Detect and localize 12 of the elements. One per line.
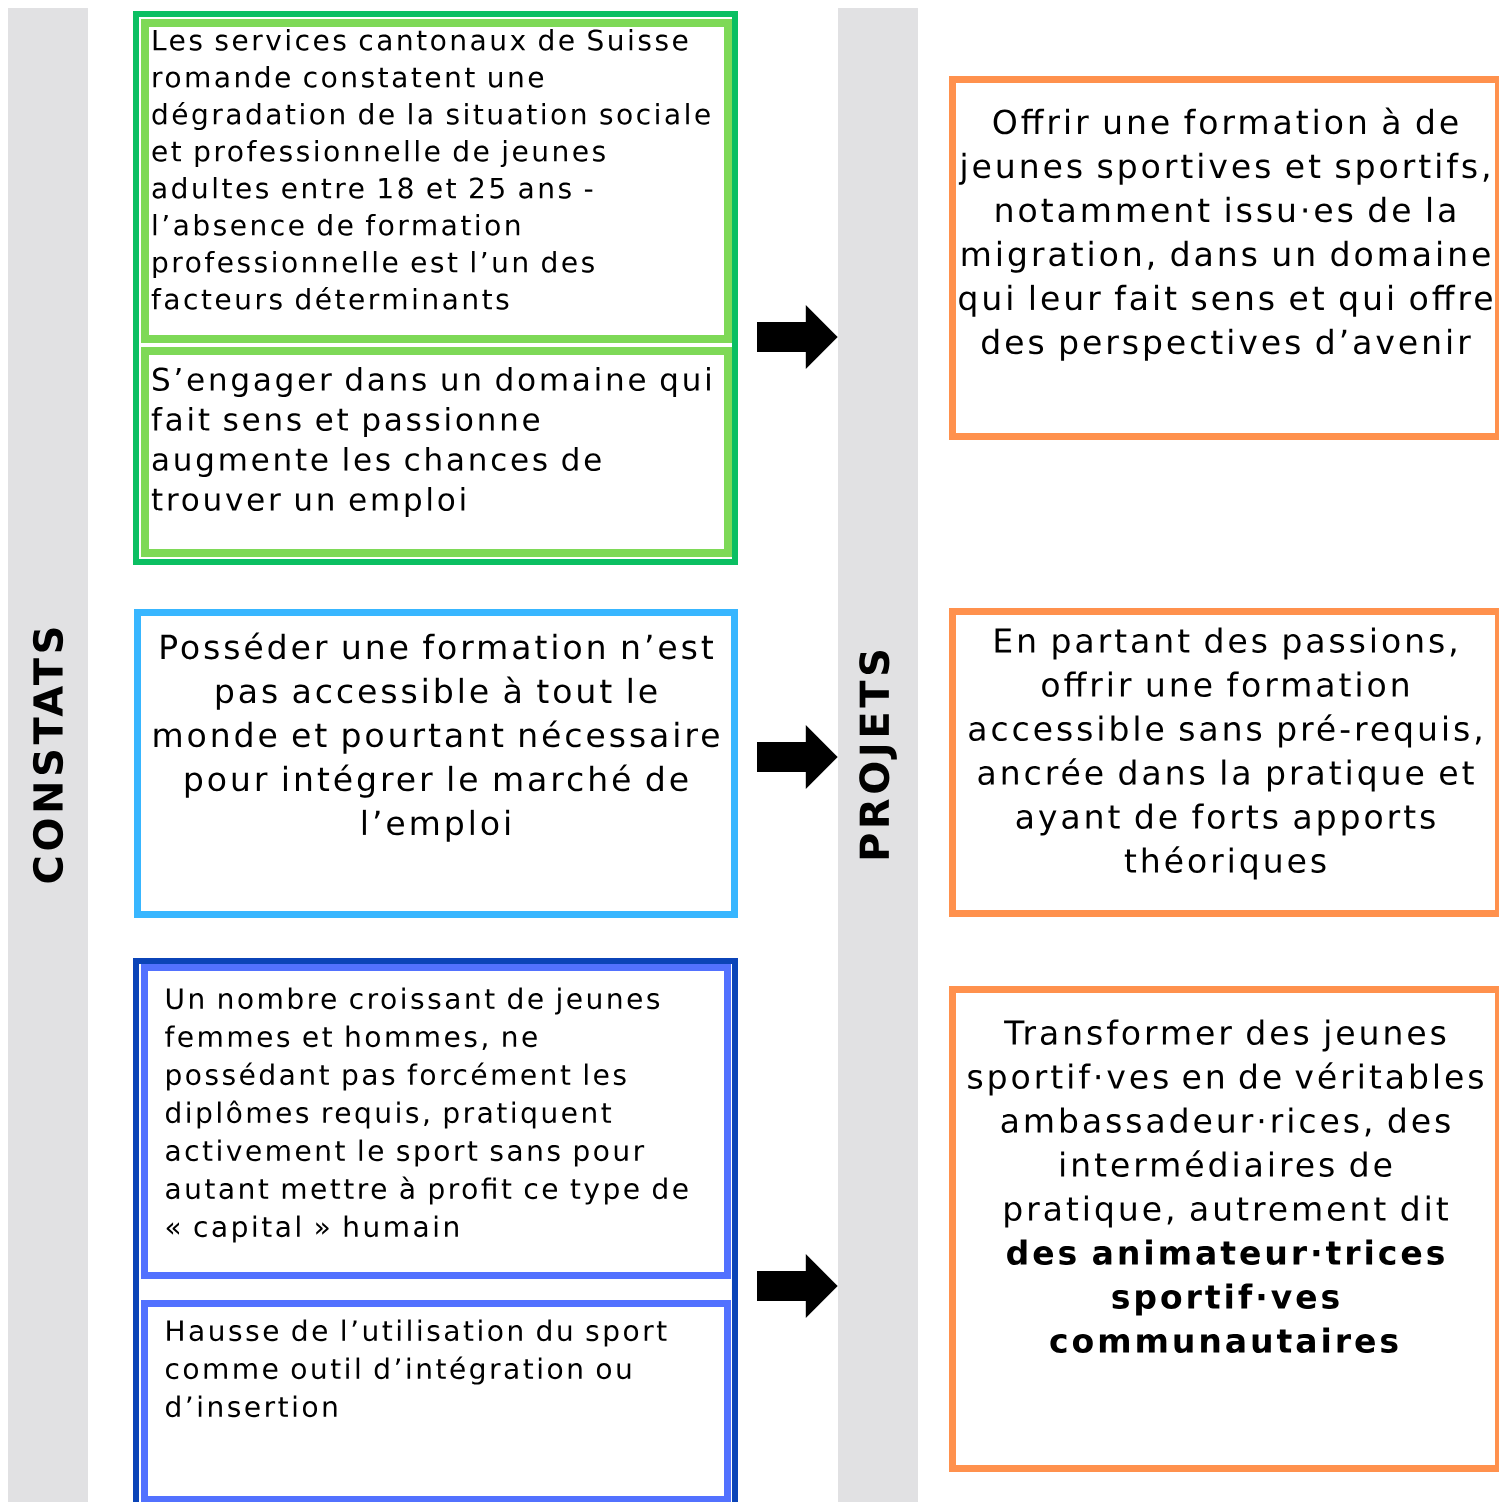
text-box: Hausse de l’utilisation du sport comme outil d’intégration ou d’insertion: [141, 1300, 731, 1502]
column-band: CONSTATS: [8, 8, 88, 1502]
text-box: Les services cantonaux de Suisse romande constatent une dégradation de la situation sociale et professionnelle de jeunes adultes entre 18 et 25 ans - l’absence de formation professionnelle est l’un des facteurs déterminants: [141, 19, 732, 343]
column-band: PROJETS: [838, 8, 918, 1502]
group-frame: [133, 11, 738, 565]
text-box: En partant des passions, offrir une formation accessible sans pré-requis, ancrée dans la pratique et ayant de forts apports théoriques: [949, 608, 1499, 917]
group-frame: [133, 958, 738, 1502]
text-box: Offrir une formation à de jeunes sportives et sportifs, notamment issu·es de la migration, dans un domaine qui leur fait sens et qui offre des perspectives d’avenir: [949, 76, 1499, 440]
text-box: Transformer des jeunes sportif·ves en de véritables ambassadeur·rices, des intermédiaires de pratique, autrement dit des animateur·trices sportif·ves communautaires: [949, 986, 1499, 1472]
text-box: S’engager dans un domaine qui fait sens et passionne augmente les chances de trouver un emploi: [141, 347, 732, 557]
text-box: Posséder une formation n’est pas accessible à tout le monde et pourtant nécessaire pour intégrer le marché de l’emploi: [134, 609, 738, 918]
text-box: Un nombre croissant de jeunes femmes et hommes, ne possédant pas forcément les diplômes requis, pratiquent activement le sport sans pour autant mettre à profit ce type de « capital » humain: [141, 964, 731, 1279]
